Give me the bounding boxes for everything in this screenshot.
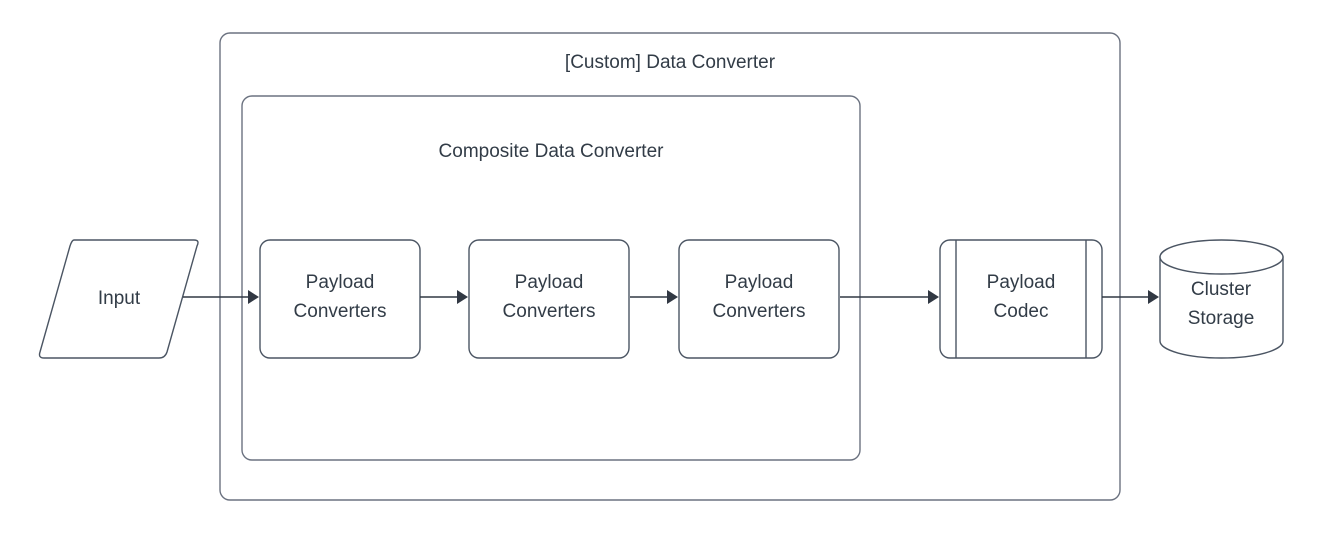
node-payload-converters-2-shape (468, 239, 630, 359)
node-payload-converters-1[interactable]: Payload Converters (259, 239, 421, 359)
connector-payload-codec-to-cluster-storage (1102, 290, 1159, 304)
node-cluster-storage-body (1159, 256, 1284, 359)
node-input-label: Input (98, 288, 141, 309)
node-payload-converters-1-shape (259, 239, 421, 359)
container-composite-data-converter-outline (241, 95, 861, 461)
connector-input-to-converter-1-arrowhead (248, 290, 259, 304)
node-payload-converters-3-label-line2: Converters (713, 301, 806, 322)
container-custom-data-converter-label: [Custom] Data Converter (565, 52, 776, 73)
node-input-shape (38, 239, 199, 359)
connector-payload-codec-to-cluster-storage-arrowhead (1148, 290, 1159, 304)
node-input[interactable]: Input (38, 239, 199, 359)
node-cluster-storage[interactable]: Cluster Storage (1159, 239, 1284, 359)
node-cluster-storage-label-line2: Storage (1188, 308, 1255, 329)
connector-converter-1-to-converter-2 (420, 290, 468, 304)
node-payload-converters-2-label-line2: Converters (503, 301, 596, 322)
connector-converter-2-to-converter-3 (630, 290, 678, 304)
connector-converter-3-to-payload-codec-arrowhead (928, 290, 939, 304)
node-payload-converters-1-label-line1: Payload (306, 272, 375, 293)
node-payload-converters-3-shape (678, 239, 840, 359)
node-cluster-storage-top-ellipse (1159, 239, 1284, 275)
node-payload-converters-1-label-line2: Converters (294, 301, 387, 322)
container-custom-data-converter[interactable]: [Custom] Data Converter (219, 32, 1121, 501)
connector-converter-2-to-converter-3-arrowhead (667, 290, 678, 304)
connector-input-to-converter-1 (183, 290, 259, 304)
node-payload-codec-shape (939, 239, 1103, 359)
node-payload-codec-label-line2: Codec (994, 301, 1049, 322)
container-composite-data-converter-label: Composite Data Converter (439, 141, 665, 162)
connector-converter-1-to-converter-2-arrowhead (457, 290, 468, 304)
node-payload-converters-3[interactable]: Payload Converters (678, 239, 840, 359)
node-payload-codec[interactable]: Payload Codec (939, 239, 1103, 359)
node-payload-converters-2-label-line1: Payload (515, 272, 584, 293)
node-cluster-storage-label-line1: Cluster (1191, 279, 1252, 300)
connector-converter-3-to-payload-codec (840, 290, 939, 304)
node-payload-codec-label-line1: Payload (987, 272, 1056, 293)
container-custom-data-converter-outline (219, 32, 1121, 501)
container-composite-data-converter[interactable]: Composite Data Converter (241, 95, 861, 461)
node-payload-converters-2[interactable]: Payload Converters (468, 239, 630, 359)
node-payload-converters-3-label-line1: Payload (725, 272, 794, 293)
